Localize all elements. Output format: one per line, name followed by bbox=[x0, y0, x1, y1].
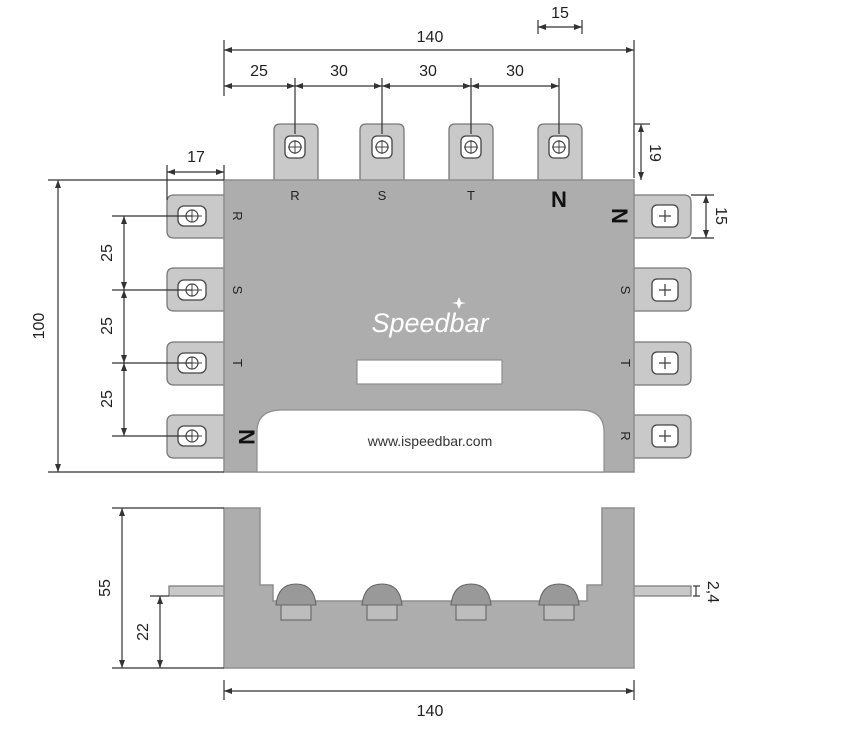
dim-side-tab-height: 22 bbox=[135, 623, 152, 641]
top-tab-r bbox=[273, 123, 319, 184]
top-view: Speedbar www.ispeedbar.com R S T N R S T… bbox=[166, 123, 692, 473]
top-tab-s bbox=[359, 123, 405, 184]
dim-side-tab-thickness: 2,4 bbox=[704, 581, 721, 603]
dim-spacing-2: 30 bbox=[330, 63, 348, 80]
label-window bbox=[256, 409, 605, 473]
dim-tab-width: 15 bbox=[551, 5, 569, 22]
dim-spacing-3: 30 bbox=[419, 63, 437, 80]
left-label-s: S bbox=[230, 286, 245, 295]
top-label-s: S bbox=[378, 188, 387, 203]
terminal-dome-2 bbox=[361, 583, 403, 621]
dim-tab-height-top: 19 bbox=[646, 144, 663, 162]
right-label-s: S bbox=[618, 286, 633, 295]
side-tab-right bbox=[631, 585, 692, 597]
label-slot bbox=[356, 359, 503, 385]
left-label-n: N bbox=[234, 429, 259, 445]
left-label-r: R bbox=[230, 211, 245, 220]
top-label-n: N bbox=[551, 187, 567, 212]
logo-star-icon bbox=[452, 297, 466, 309]
website-label: www.ispeedbar.com bbox=[367, 433, 493, 449]
side-view-body bbox=[223, 507, 635, 669]
dim-spacing-4: 30 bbox=[506, 63, 524, 80]
right-label-r: R bbox=[618, 431, 633, 440]
side-dimensions: 55 22 2,4 140 bbox=[97, 507, 721, 720]
terminal-dome-3 bbox=[450, 583, 492, 621]
dim-overall-width-top: 140 bbox=[417, 29, 444, 46]
right-tab-n bbox=[631, 194, 692, 239]
top-tab-n bbox=[537, 123, 583, 184]
side-view bbox=[168, 507, 692, 669]
terminal-dome-1 bbox=[275, 583, 317, 621]
dim-overall-width-bottom: 140 bbox=[417, 703, 444, 720]
left-label-t: T bbox=[230, 359, 245, 367]
dim-left-spacing-1: 25 bbox=[99, 244, 116, 262]
side-tab-left bbox=[168, 585, 227, 597]
dim-left-spacing-3: 25 bbox=[99, 390, 116, 408]
dim-spacing-first: 25 bbox=[250, 63, 268, 80]
dim-tab-width-right: 15 bbox=[712, 207, 729, 225]
dim-overall-height: 100 bbox=[31, 313, 48, 340]
left-dimensions: 100 25 25 25 bbox=[31, 179, 224, 473]
right-label-n: N bbox=[607, 208, 632, 224]
right-tab-s bbox=[631, 267, 692, 312]
terminal-dome-4 bbox=[538, 583, 580, 621]
right-tab-t bbox=[631, 341, 692, 386]
top-label-r: R bbox=[290, 188, 299, 203]
dim-side-height: 55 bbox=[97, 579, 114, 597]
top-label-t: T bbox=[467, 188, 475, 203]
dim-left-spacing-2: 25 bbox=[99, 317, 116, 335]
right-tab-r bbox=[631, 414, 692, 459]
speedbar-logo: Speedbar bbox=[371, 308, 489, 338]
left-tab-t bbox=[166, 341, 229, 386]
right-label-t: T bbox=[618, 359, 633, 367]
top-dimensions: 140 15 25 30 30 30 19 bbox=[166, 5, 729, 239]
top-tab-t bbox=[448, 123, 494, 184]
dim-tab-length-left: 17 bbox=[187, 149, 205, 166]
